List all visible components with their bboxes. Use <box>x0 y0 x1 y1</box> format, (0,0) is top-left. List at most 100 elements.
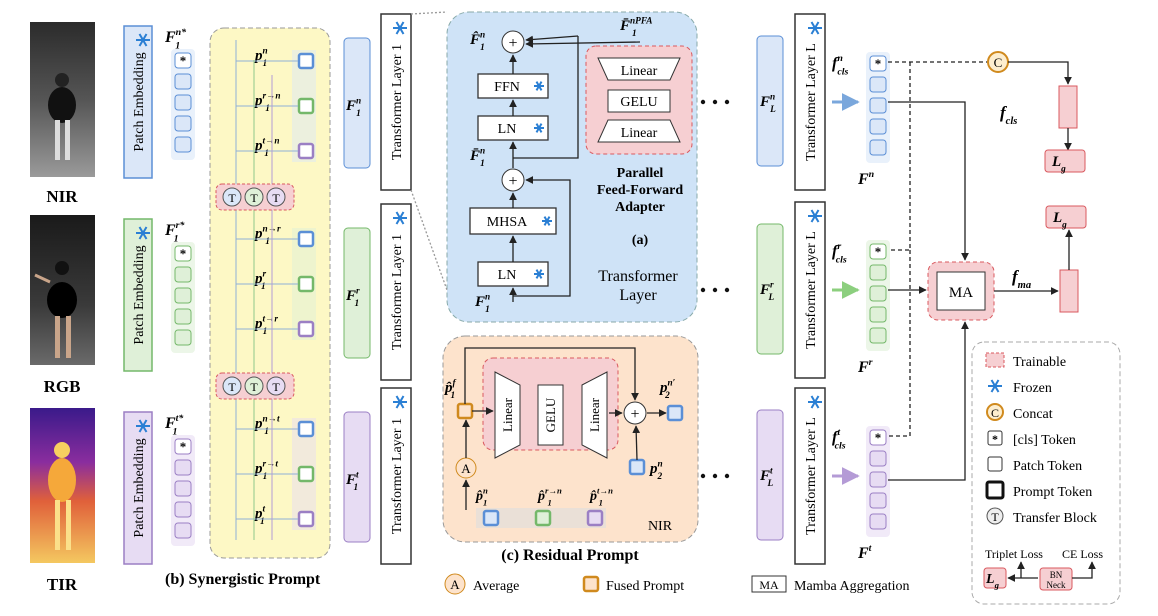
bottom-ma-label: Mamba Aggregation <box>794 579 909 594</box>
input-feature-label-tir: Ft*1 <box>164 413 183 438</box>
legend-region <box>971 341 1121 605</box>
legend-transfer-mark: T <box>991 510 999 524</box>
ellipsis-dot <box>712 473 718 479</box>
add-mark: + <box>508 173 517 190</box>
bottom-average-swatch <box>444 573 466 595</box>
residual-caption: (c) Residual Prompt <box>501 547 639 564</box>
transformer-layer-L-nir-box <box>794 13 826 191</box>
pfa-out <box>525 39 641 48</box>
transfer-mark: T <box>228 191 236 205</box>
legend-item-label: Trainable <box>1013 355 1066 370</box>
layerL-feature-nir <box>756 35 784 167</box>
transformer-layer-L-rgb-label: Transformer Layer L <box>804 231 819 349</box>
patch-token <box>174 94 192 111</box>
res-add-node <box>623 401 647 425</box>
transformer-layer-title: Layer <box>619 287 657 304</box>
snowflake-core <box>140 37 146 43</box>
patch-token <box>869 513 887 530</box>
patch-token <box>869 264 887 281</box>
cls-token <box>174 438 192 455</box>
ellipsis-dot <box>700 287 706 293</box>
cls-token-mark: * <box>875 430 882 445</box>
input-feature-label-nir: Fn*1 <box>164 27 186 52</box>
frozen-icon <box>534 123 544 133</box>
legend-loss-box <box>983 567 1007 589</box>
snowflake-core <box>140 423 146 429</box>
snowflake-core <box>545 219 549 223</box>
patch-token <box>174 459 192 476</box>
patch-token <box>174 287 192 304</box>
transformer-layer-1-tir-box <box>380 387 412 565</box>
transfer-mark: T <box>250 191 258 205</box>
legend-transfer-swatch <box>986 507 1004 525</box>
patch-token <box>869 306 887 323</box>
legend-bnneck-label: Neck <box>1047 580 1066 590</box>
prompt-token <box>297 320 315 338</box>
transformer-layer-L-rgb-box <box>794 201 826 379</box>
transfer-node <box>244 187 264 207</box>
legend-frozen-icon <box>988 379 1002 393</box>
ellipsis-dot <box>700 473 706 479</box>
res-gelu-label: GELU <box>543 397 558 432</box>
ellipsis-dot <box>724 473 730 479</box>
pfa-title: Feed-Forward <box>597 183 684 198</box>
legend-patch-swatch <box>987 456 1003 472</box>
to-ma <box>888 321 969 481</box>
legend-prompt-swatch <box>985 480 1005 500</box>
prompt-token <box>297 420 315 438</box>
transfer-mark: T <box>272 191 280 205</box>
loss-box-ma <box>1045 205 1087 229</box>
tir-image <box>30 408 95 563</box>
res-linear-in-label: Linear <box>500 397 515 432</box>
legend-item-label: [cls] Token <box>1013 433 1076 448</box>
patch-embedding-tir: Patch Embedding <box>123 411 153 565</box>
transformer-layer-1-tir-label: Transformer Layer 1 <box>390 418 405 534</box>
res-region-label: NIR <box>648 519 673 534</box>
synergistic-caption: (b) Synergistic Prompt <box>165 571 321 588</box>
transformer-layer-L-nir-label: Transformer Layer L <box>804 43 819 161</box>
legend-bnneck-box <box>1039 567 1073 591</box>
ellipsis-dot <box>724 99 730 105</box>
transformer-layer-L-tir-box <box>794 387 826 565</box>
legend-concat-swatch <box>986 403 1004 421</box>
patch-token <box>174 266 192 283</box>
transformer-layer-L-tir: Transformer Layer L <box>794 387 826 565</box>
frozen-icon <box>534 81 544 91</box>
pfa-gelu-label: GELU <box>620 95 657 110</box>
cls-token <box>869 429 887 446</box>
frozen-icon <box>808 209 822 223</box>
legend-flow <box>1072 561 1096 579</box>
frozen-icon <box>136 419 150 433</box>
pfa-linear-bottom-label: Linear <box>621 126 658 141</box>
ma-label: MA <box>949 285 973 301</box>
ellipsis-dot <box>712 287 718 293</box>
f-cls-label: fcls <box>1000 103 1017 127</box>
residual-skip <box>513 176 571 297</box>
cls-token-mark: * <box>875 244 882 259</box>
patch-token <box>869 97 887 114</box>
cls-token-mark: * <box>180 53 187 68</box>
transformer-layer-1-rgb-label: Transformer Layer 1 <box>390 234 405 350</box>
transformer-layer-1-nir-box <box>380 13 412 191</box>
prompt-token <box>297 142 315 160</box>
output-feature-label: Ft <box>857 543 872 562</box>
legend-triplet-loss: Triplet Loss <box>985 547 1043 561</box>
bottom-average-label: Average <box>473 579 519 594</box>
to-ma <box>888 101 969 261</box>
add-mark: + <box>630 406 639 423</box>
add-mark: + <box>508 35 517 52</box>
bottom-ma-swatch <box>751 575 787 593</box>
res-linear-out-label: Linear <box>587 397 602 432</box>
patch-token <box>174 501 192 518</box>
prompt-token <box>297 465 315 483</box>
prompt-token <box>297 510 315 528</box>
